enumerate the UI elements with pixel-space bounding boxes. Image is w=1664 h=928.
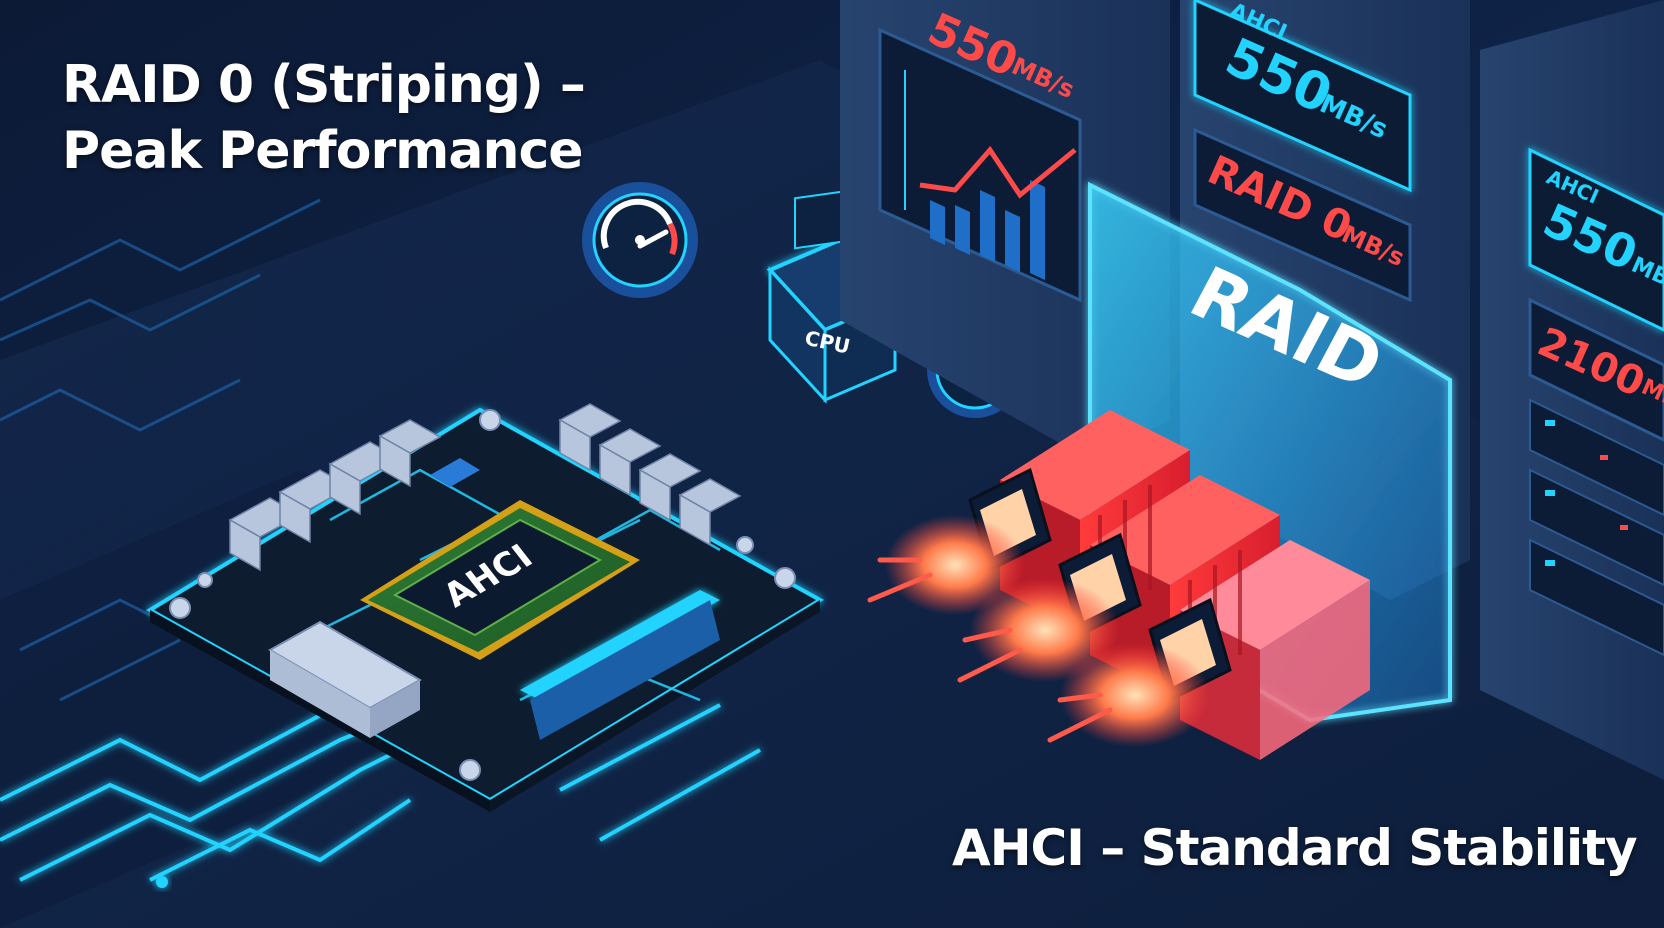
server-rack-3: AHCI 550 MB/s 2100 MB/s <box>1480 0 1664 780</box>
motherboard <box>146 403 824 812</box>
cable-node <box>156 876 168 888</box>
data-bursts <box>867 515 1210 747</box>
circuit-traces <box>0 198 321 702</box>
subheadline: AHCI – Standard Stability <box>952 819 1638 877</box>
ahci-chip: AHCI <box>360 500 640 660</box>
headline: RAID 0 (Striping) – Peak Performance <box>62 52 586 184</box>
headline-line1: RAID 0 (Striping) – <box>62 55 586 115</box>
server-rack-1: 550 MB/s <box>840 0 1170 460</box>
speed-chart <box>904 70 1077 280</box>
speedometer-icon <box>582 182 698 298</box>
headline-line2: Peak Performance <box>62 121 584 181</box>
